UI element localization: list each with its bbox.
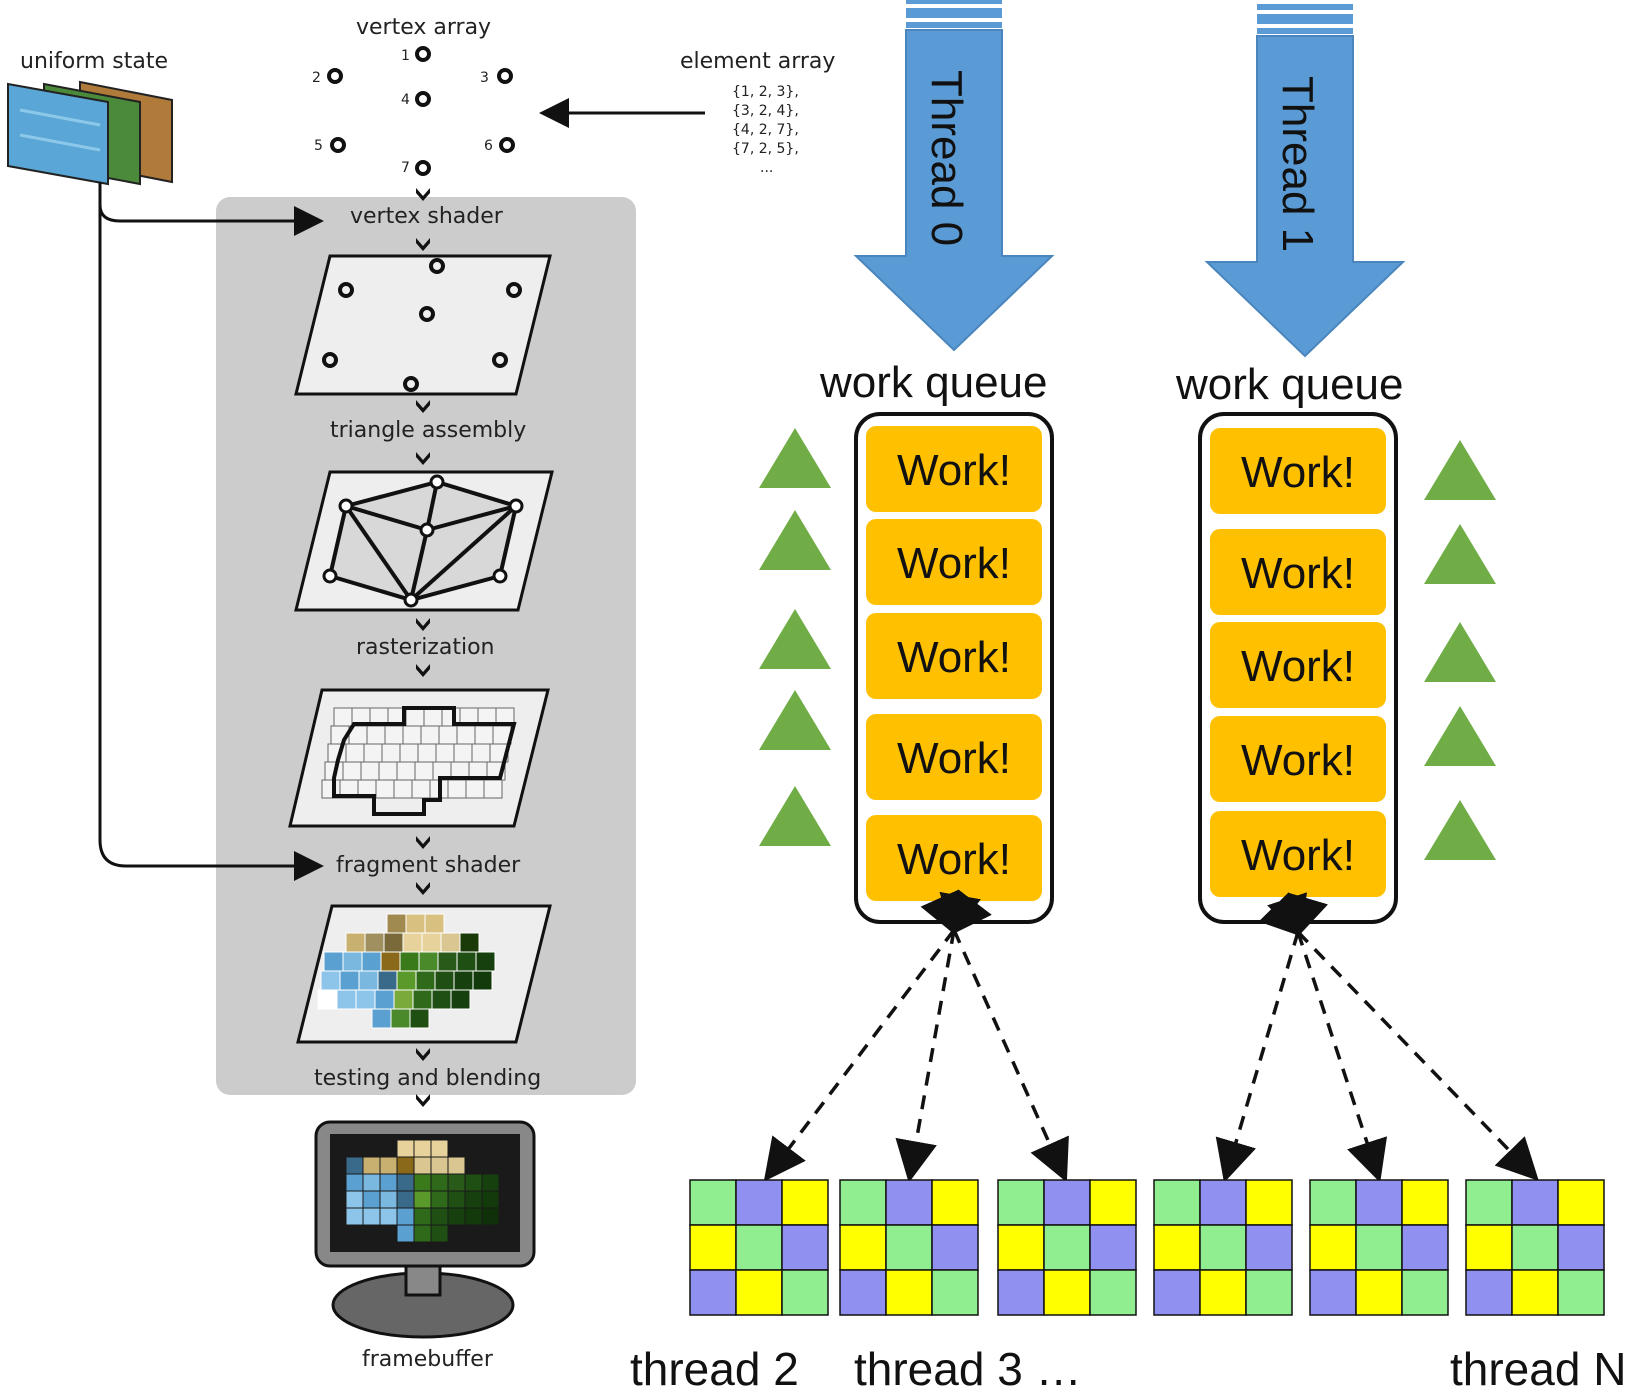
work-item-label: Work! bbox=[897, 633, 1011, 682]
triangle-icon bbox=[1424, 524, 1496, 584]
stage-testing-blending: testing and blending bbox=[314, 1066, 541, 1091]
stage-fragment-shader: fragment shader bbox=[336, 853, 521, 878]
svg-text:7: 7 bbox=[401, 160, 410, 176]
svg-text:5: 5 bbox=[314, 138, 323, 154]
stage-triangle-assembly: triangle assembly bbox=[330, 418, 526, 443]
work-item-label: Work! bbox=[1241, 831, 1355, 880]
thread-3-label: thread 3 … bbox=[854, 1343, 1082, 1395]
thread-tile bbox=[689, 1179, 829, 1316]
work-queue-0-label: work queue bbox=[819, 358, 1047, 407]
work-queue-1-label: work queue bbox=[1175, 360, 1403, 409]
rasterization-plate bbox=[288, 688, 550, 828]
triangle-icon bbox=[759, 428, 831, 488]
work-item-label: Work! bbox=[897, 734, 1011, 783]
work-item bbox=[866, 815, 1042, 901]
work-item-label: Work! bbox=[897, 835, 1011, 884]
work-item bbox=[1210, 716, 1386, 802]
svg-text:3: 3 bbox=[480, 70, 489, 86]
triangle-icon bbox=[1424, 800, 1496, 860]
work-item bbox=[1210, 622, 1386, 708]
uniform-state-images bbox=[7, 80, 173, 186]
work-queue-0-items: Work! Work! Work! Work! Work! bbox=[866, 426, 1042, 901]
thread-2-label: thread 2 bbox=[630, 1343, 799, 1395]
svg-text:{3, 2, 4},: {3, 2, 4}, bbox=[732, 103, 799, 119]
work-item bbox=[866, 613, 1042, 699]
dashed-arrows bbox=[763, 889, 1539, 1183]
work-item bbox=[1210, 428, 1386, 514]
thread1-arrow bbox=[1204, 4, 1406, 358]
vertex-array-label: vertex array bbox=[356, 15, 491, 40]
uniform-state-label: uniform state bbox=[20, 49, 168, 74]
thread-tiles bbox=[689, 1179, 1605, 1316]
thread0-arrow bbox=[853, 0, 1055, 352]
triangle-assembly-plate bbox=[294, 470, 554, 612]
element-array-label: element array bbox=[680, 49, 835, 74]
thread-tile bbox=[1153, 1179, 1293, 1316]
fragment-shader-plate bbox=[296, 904, 552, 1044]
svg-text:2: 2 bbox=[312, 70, 321, 86]
work-queue-1-items: Work! Work! Work! Work! Work! bbox=[1210, 428, 1386, 897]
work-item bbox=[1210, 811, 1386, 897]
stage-chevrons bbox=[416, 188, 430, 1107]
vertex-shader-plate bbox=[294, 254, 552, 396]
uniform-to-fragment-arrow bbox=[98, 182, 324, 881]
triangle-icon bbox=[759, 609, 831, 669]
work-item-label: Work! bbox=[1241, 736, 1355, 785]
work-item-label: Work! bbox=[1241, 448, 1355, 497]
stage-framebuffer: framebuffer bbox=[362, 1347, 494, 1372]
svg-text:{1, 2, 3},: {1, 2, 3}, bbox=[732, 84, 799, 100]
svg-text:1: 1 bbox=[401, 48, 410, 64]
thread0-label: Thread 0 bbox=[922, 70, 971, 246]
triangle-icon bbox=[759, 510, 831, 570]
stage-vertex-shader: vertex shader bbox=[350, 204, 504, 229]
triangles-right bbox=[1424, 440, 1496, 860]
triangle-icon bbox=[1424, 706, 1496, 766]
element-array-list: {1, 2, 3}, {3, 2, 4}, {4, 2, 7}, {7, 2, … bbox=[732, 84, 799, 176]
thread-n-label: thread N bbox=[1450, 1343, 1626, 1395]
svg-text:4: 4 bbox=[401, 92, 410, 108]
thread-tile bbox=[997, 1179, 1137, 1316]
vertex-points: 1 2 3 4 5 6 7 bbox=[312, 46, 515, 176]
triangles-left bbox=[759, 428, 831, 846]
triangle-icon bbox=[759, 786, 831, 846]
triangle-icon bbox=[759, 690, 831, 750]
work-item-label: Work! bbox=[897, 539, 1011, 588]
work-item-label: Work! bbox=[1241, 549, 1355, 598]
thread-tile bbox=[1465, 1179, 1605, 1316]
triangle-icon bbox=[1424, 622, 1496, 682]
triangle-icon bbox=[1424, 440, 1496, 500]
framebuffer-monitor bbox=[314, 1120, 536, 1339]
svg-text:{7, 2, 5},: {7, 2, 5}, bbox=[732, 141, 799, 157]
svg-text:{4, 2, 7},: {4, 2, 7}, bbox=[732, 122, 799, 138]
thread-tile bbox=[1309, 1179, 1449, 1316]
thread1-label: Thread 1 bbox=[1273, 76, 1322, 252]
work-item bbox=[866, 519, 1042, 605]
work-item-label: Work! bbox=[897, 446, 1011, 495]
work-item-label: Work! bbox=[1241, 642, 1355, 691]
svg-text:...: ... bbox=[760, 160, 773, 176]
thread-tile bbox=[839, 1179, 979, 1316]
svg-text:6: 6 bbox=[484, 138, 493, 154]
work-item bbox=[1210, 529, 1386, 615]
stage-rasterization: rasterization bbox=[356, 635, 494, 660]
work-item bbox=[866, 426, 1042, 512]
work-item bbox=[866, 714, 1042, 800]
